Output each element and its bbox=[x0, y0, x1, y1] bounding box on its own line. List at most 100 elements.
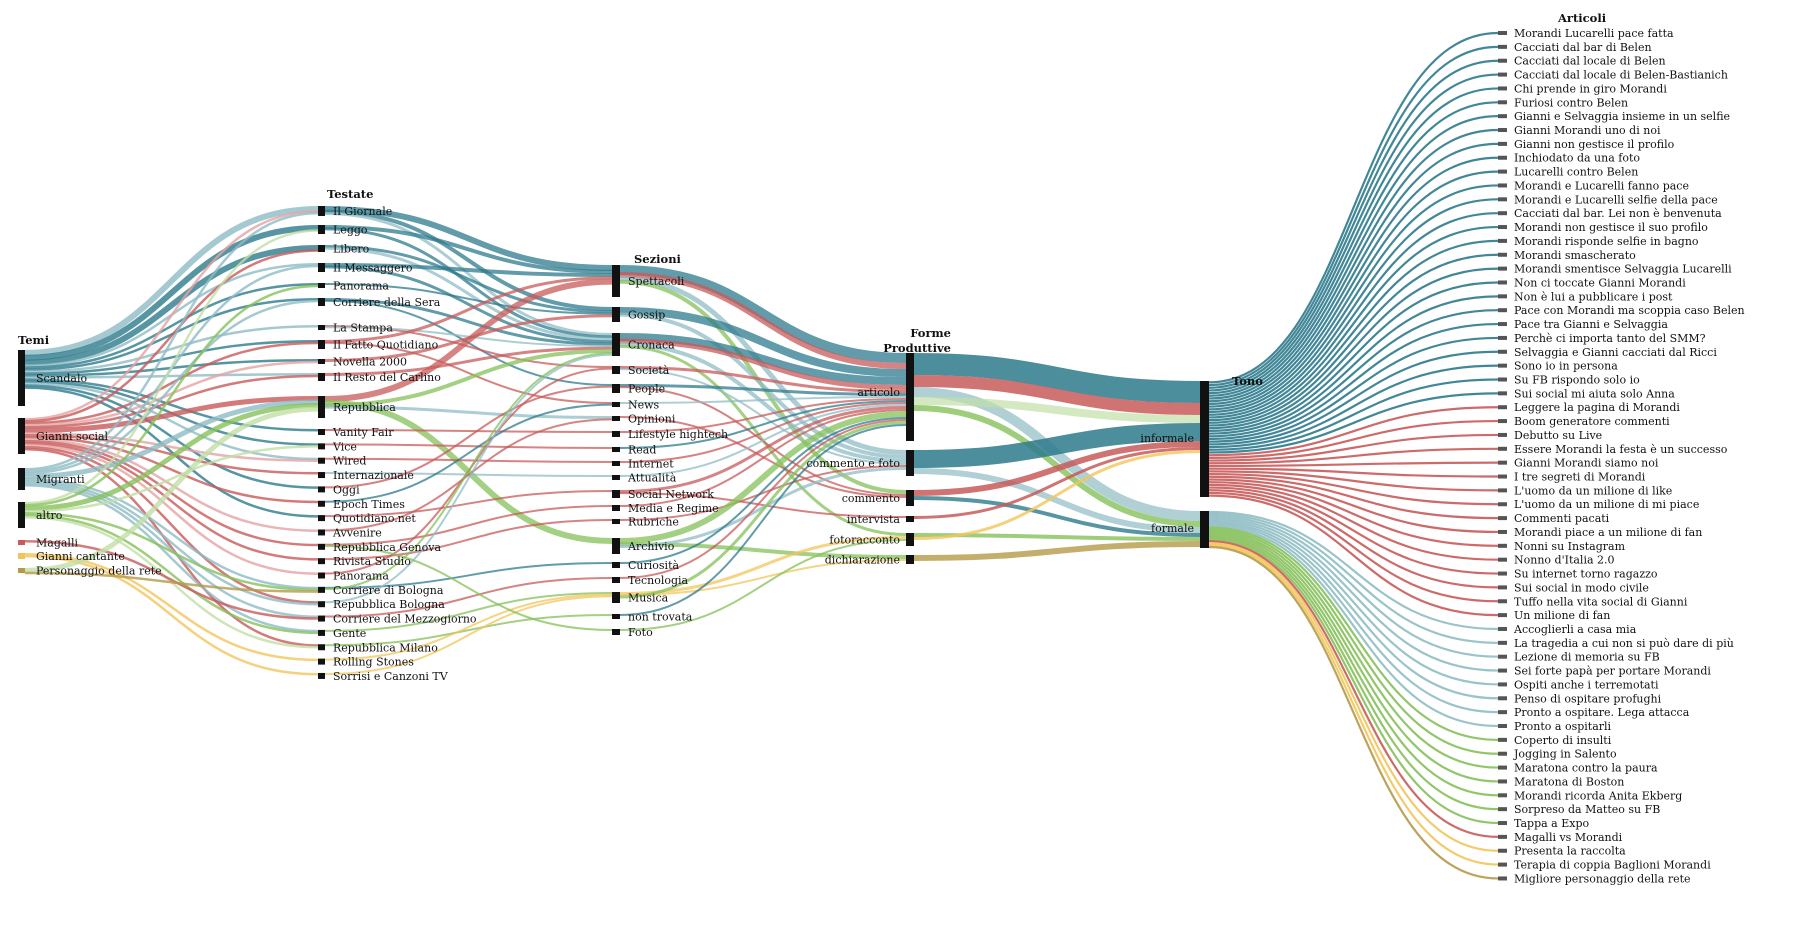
flow-tema-testata-1-18 bbox=[24, 438, 319, 532]
article-marker-47 bbox=[1498, 682, 1507, 687]
node-bar-temi-altro bbox=[18, 502, 25, 528]
node-label-sezione-read: Read bbox=[628, 444, 656, 457]
node-bar-testata-oggi-15 bbox=[318, 486, 325, 493]
article-label-55: Morandi ricorda Anita Ekberg bbox=[1514, 789, 1682, 802]
flow-sezione-forma-27 bbox=[619, 417, 907, 564]
node-bar-forma-articolo bbox=[906, 353, 914, 441]
node-label-temi-personaggio-della-rete: Personaggio della rete bbox=[36, 565, 162, 578]
article-marker-3 bbox=[1498, 72, 1507, 77]
article-marker-30 bbox=[1498, 446, 1507, 451]
article-marker-21 bbox=[1498, 322, 1507, 327]
article-label-31: Gianni Morandi siamo noi bbox=[1514, 457, 1659, 470]
node-label-sezione-attualita: Attualità bbox=[627, 472, 677, 485]
flow-testata-sezione-34 bbox=[324, 352, 613, 591]
node-bar-testata-wired-13 bbox=[318, 457, 325, 464]
article-marker-25 bbox=[1498, 377, 1507, 382]
article-marker-38 bbox=[1498, 557, 1507, 562]
article-marker-51 bbox=[1498, 737, 1507, 742]
node-label-sezione-lifestyle-hightech: Lifestyle hightech bbox=[628, 428, 728, 441]
article-marker-55 bbox=[1498, 793, 1507, 798]
article-label-35: Commenti pacati bbox=[1514, 512, 1610, 525]
article-marker-28 bbox=[1498, 419, 1507, 424]
flow-tono-articolo-45 bbox=[1208, 514, 1499, 658]
flow-testata-sezione-8 bbox=[324, 265, 613, 344]
flow-tono-articolo-21 bbox=[1208, 322, 1499, 441]
flow-sezione-forma-30 bbox=[619, 559, 907, 597]
flow-tono-articolo-57 bbox=[1208, 538, 1499, 825]
article-label-45: Lezione di memoria su FB bbox=[1514, 651, 1660, 664]
flow-forma-tono-11 bbox=[913, 450, 1201, 540]
flow-tono-articolo-56 bbox=[1208, 536, 1499, 811]
article-marker-35 bbox=[1498, 516, 1507, 521]
article-label-2: Cacciati dal locale di Belen bbox=[1514, 55, 1666, 68]
flow-testata-sezione-22 bbox=[324, 429, 613, 433]
flow-tema-testata-0-1 bbox=[24, 225, 319, 361]
flow-links bbox=[24, 31, 1499, 880]
node-bar-testata-il-giornale-0 bbox=[318, 206, 325, 216]
flow-testata-sezione-31 bbox=[324, 519, 613, 561]
article-label-29: Debutto su Live bbox=[1514, 429, 1602, 442]
node-label-sezione-non-trovata: non trovata bbox=[628, 611, 693, 624]
flow-tema-testata-2-22 bbox=[24, 478, 319, 590]
node-bar-testata-gente-25 bbox=[318, 629, 325, 636]
node-bar-temi-gianni-social bbox=[18, 418, 25, 454]
flow-tema-testata-0-9 bbox=[24, 373, 319, 379]
node-label-sezione-foto: Foto bbox=[628, 626, 653, 639]
node-label-testata-repubblica-10: Repubblica bbox=[333, 401, 396, 414]
node-label-testata-internazionale-14: Internazionale bbox=[333, 469, 414, 482]
column-header-articoli: Articoli bbox=[1557, 11, 1607, 25]
article-marker-57 bbox=[1498, 821, 1507, 826]
node-label-testata-repubblica-milano-26: Repubblica Milano bbox=[333, 641, 438, 654]
article-marker-29 bbox=[1498, 432, 1507, 437]
flow-forma-tono-7 bbox=[913, 441, 1201, 496]
article-marker-54 bbox=[1498, 779, 1507, 784]
flow-testata-sezione-37 bbox=[324, 592, 613, 632]
flow-tono-articolo-2 bbox=[1208, 59, 1499, 389]
flow-sezione-forma-18 bbox=[619, 402, 907, 463]
node-label-temi-gianni-social: Gianni social bbox=[36, 430, 109, 443]
article-label-34: L'uomo da un milione di mi piace bbox=[1514, 498, 1699, 511]
node-bar-sezione-curiosita bbox=[612, 562, 620, 568]
article-label-59: Presenta la raccolta bbox=[1514, 845, 1626, 858]
flow-testata-sezione-40 bbox=[324, 595, 613, 675]
node-label-testata-panorama-21: Panorama bbox=[333, 570, 389, 583]
flow-sezione-forma-8 bbox=[619, 342, 907, 463]
flow-sezione-forma-17 bbox=[619, 400, 907, 449]
node-label-sezione-internet: Internet bbox=[628, 458, 674, 471]
article-label-17: Morandi smentisce Selvaggia Lucarelli bbox=[1514, 263, 1732, 276]
node-label-testata-il-giornale-0: Il Giornale bbox=[333, 205, 392, 218]
article-label-56: Sorpreso da Matteo su FB bbox=[1514, 803, 1660, 816]
node-bar-testata-libero-2 bbox=[318, 245, 325, 252]
article-label-24: Sono io in persona bbox=[1514, 360, 1618, 373]
node-label-testata-gente-25: Gente bbox=[333, 627, 366, 640]
article-label-5: Furiosi contro Belen bbox=[1514, 96, 1628, 109]
article-label-58: Magalli vs Morandi bbox=[1514, 831, 1623, 844]
node-label-testata-oggi-15: Oggi bbox=[333, 483, 360, 496]
node-bar-sezione-news bbox=[612, 402, 620, 407]
node-label-sezione-musica: Musica bbox=[628, 592, 669, 605]
flow-tono-articolo-20 bbox=[1208, 309, 1499, 438]
node-label-sezione-spettacoli: Spettacoli bbox=[628, 275, 685, 288]
article-marker-11 bbox=[1498, 183, 1507, 188]
article-label-18: Non ci toccate Gianni Morandi bbox=[1514, 276, 1686, 289]
article-marker-15 bbox=[1498, 238, 1507, 243]
node-bar-testata-corriere-del-mezzogiorno-24 bbox=[318, 615, 325, 622]
node-bar-testata-repubblica-bologna-23 bbox=[318, 601, 325, 608]
flow-testata-sezione-30 bbox=[324, 505, 613, 546]
flow-tono-articolo-13 bbox=[1208, 212, 1499, 419]
flow-tono-articolo-53 bbox=[1208, 530, 1499, 769]
node-bar-sezione-lifestyle-hightech bbox=[612, 431, 620, 437]
flow-tema-testata-0-6 bbox=[24, 325, 319, 373]
flow-tema-testata-2-25 bbox=[24, 484, 319, 633]
flow-sezione-forma-11 bbox=[619, 368, 907, 465]
flow-forma-tono-1 bbox=[913, 375, 1201, 415]
article-marker-13 bbox=[1498, 211, 1507, 216]
node-label-temi-migranti: Migranti bbox=[36, 473, 85, 486]
flow-sezione-forma-12 bbox=[619, 384, 907, 396]
flow-testata-sezione-41 bbox=[324, 545, 613, 631]
node-bar-sezione-social-network bbox=[612, 490, 620, 498]
flow-tono-articolo-27 bbox=[1208, 406, 1499, 457]
node-bar-testata-la-stampa-6 bbox=[318, 325, 325, 330]
flow-tema-testata-2-10 bbox=[24, 399, 319, 479]
flow-tono-articolo-52 bbox=[1208, 528, 1499, 755]
